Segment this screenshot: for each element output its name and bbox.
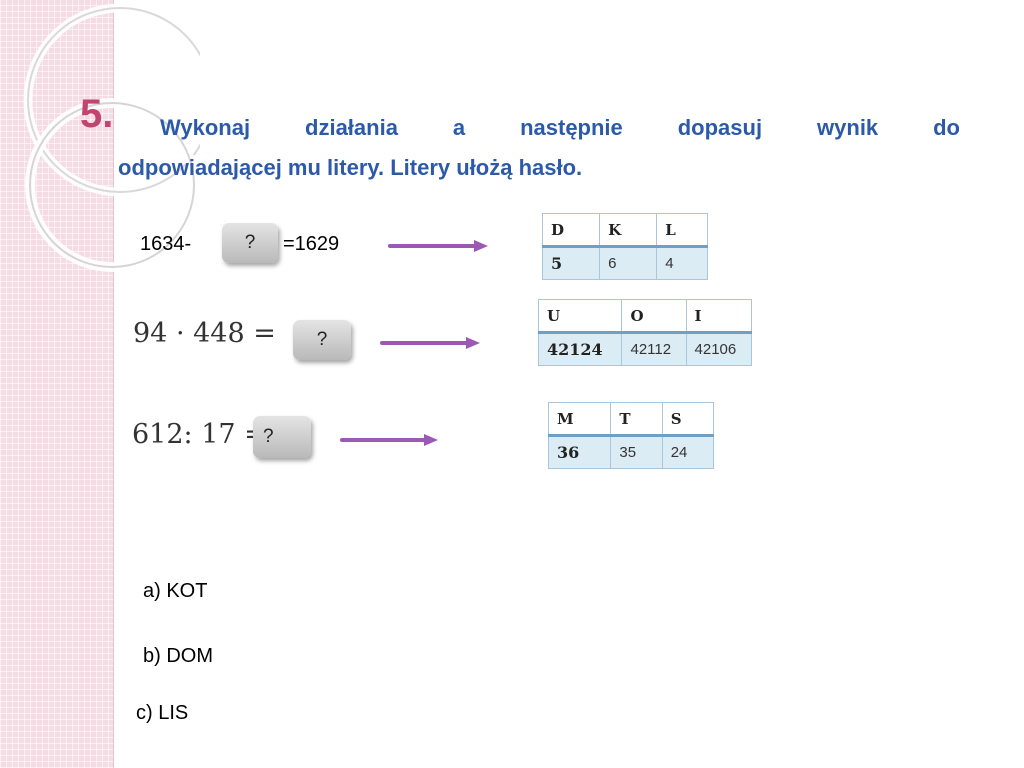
exercise-1-right: =1629 [283, 233, 340, 255]
letter-cell: O [621, 299, 687, 334]
value-cell: 35 [610, 435, 663, 469]
value-cell: 6 [599, 246, 658, 280]
answer-option-b[interactable]: b) DOM [143, 645, 213, 667]
exercise-2-answer-button[interactable]: ? [293, 320, 351, 360]
exercise-1-left: 1634- [140, 233, 192, 255]
value-cell: 42106 [685, 332, 753, 366]
decorative-circles-icon [23, 3, 200, 272]
letter-table-2: U O I 42124 42112 42106 [537, 299, 753, 366]
value-cell: 5 [541, 246, 601, 280]
answer-option-c[interactable]: c) LIS [136, 702, 189, 724]
task-instruction: Wykonaj działania a następnie dopasuj wy… [118, 108, 960, 188]
exercise-3-expression: 612: 17 = [132, 419, 267, 450]
value-cell: 4 [656, 246, 708, 280]
letter-cell: K [599, 213, 658, 248]
letter-cell: M [547, 402, 612, 437]
exercise-1-answer-button[interactable]: ? [222, 223, 278, 263]
instruction-line-2: odpowiadającej mu litery. Litery ułożą h… [118, 155, 583, 180]
letter-cell: D [541, 213, 601, 248]
arrow-right-icon [388, 240, 488, 252]
answer-option-a[interactable]: a) KOT [143, 580, 208, 602]
exercise-2-expression: 94 · 448 = [133, 318, 276, 349]
letter-cell: T [610, 402, 663, 437]
arrow-right-icon [340, 434, 438, 446]
exercise-3-answer-button[interactable]: ? [253, 416, 311, 458]
task-number: 5. [80, 92, 114, 136]
letter-table-1: D K L 5 6 4 [541, 213, 708, 280]
value-cell: 24 [661, 435, 715, 469]
letter-cell: I [685, 299, 753, 334]
value-cell: 36 [547, 435, 612, 469]
letter-table-3: M T S 36 35 24 [547, 402, 715, 469]
value-cell: 42112 [621, 332, 687, 366]
value-cell: 42124 [537, 332, 623, 366]
arrow-right-icon [380, 337, 480, 349]
letter-cell: S [661, 402, 715, 437]
letter-cell: L [656, 213, 708, 248]
letter-cell: U [537, 299, 623, 334]
instruction-line-1: Wykonaj działania a następnie dopasuj wy… [160, 115, 960, 140]
